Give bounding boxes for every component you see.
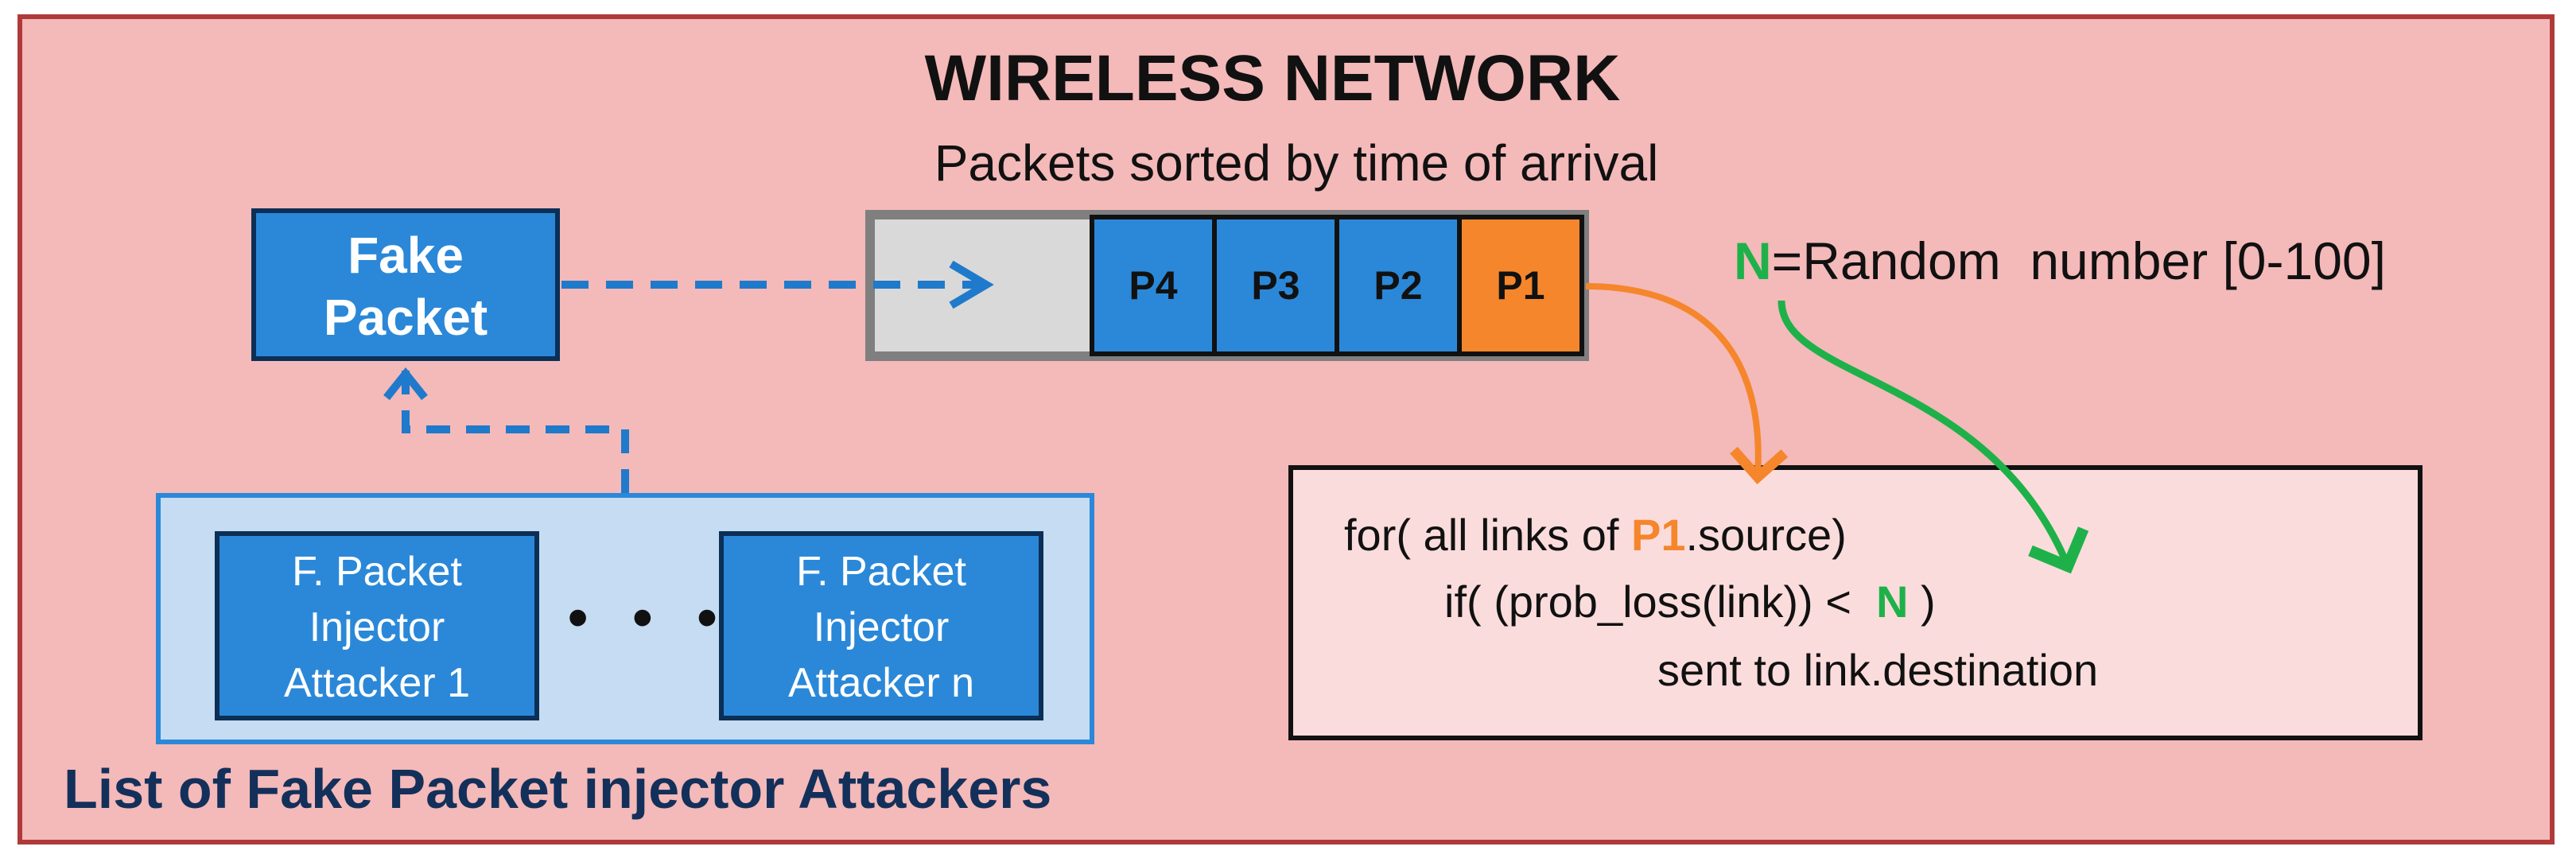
code-line-3: sent to link.destination xyxy=(1657,645,2099,695)
fake-to-queue-arrowhead xyxy=(949,260,994,309)
fake-packet-line2: Packet xyxy=(323,289,488,346)
ellipsis: • • • xyxy=(568,586,732,650)
code-line-1-post: .source) xyxy=(1685,510,1847,560)
attacker-n-line1: F. Packet xyxy=(796,549,966,595)
random-number-formula: N=Random number [0-100] xyxy=(1734,231,2576,291)
queue-caption: Packets sorted by time of arrival xyxy=(934,134,1659,192)
packet-p1: P1 xyxy=(1457,215,1584,356)
packet-p2: P2 xyxy=(1335,215,1462,356)
attacker-1-box: F. Packet Injector Attacker 1 xyxy=(215,531,539,720)
fake-packet-box: Fake Packet xyxy=(251,208,560,361)
attacker-1-line3: Attacker 1 xyxy=(283,660,471,706)
code-line-1-pre: for( all links of xyxy=(1344,510,1631,560)
code-var-p1: P1 xyxy=(1631,510,1686,560)
formula-text: =Random number [0-100] xyxy=(1771,231,2386,290)
attackers-list-label: List of Fake Packet injector Attackers xyxy=(64,758,1052,820)
attackers-to-fake-arrowhead xyxy=(383,367,428,401)
attackers-to-fake-arrow xyxy=(402,371,629,493)
formula-var-n: N xyxy=(1734,231,1772,290)
attacker-n-line2: Injector xyxy=(813,604,950,650)
p1-to-code-arrow xyxy=(1585,283,1789,485)
attacker-n-line3: Attacker n xyxy=(787,660,975,706)
fake-packet-line1: Fake xyxy=(348,227,464,284)
attacker-1-line2: Injector xyxy=(309,604,445,650)
code-line-2: if( (prob_loss(link)) < N ) xyxy=(1444,576,1936,627)
attacker-n-box: F. Packet Injector Attacker n xyxy=(719,531,1043,720)
diagram-title: WIRELESS NETWORK xyxy=(924,42,1621,115)
routing-pseudocode-box xyxy=(1288,465,2423,740)
code-line-2-pre: if( (prob_loss(link)) < xyxy=(1444,577,1877,627)
packet-p4: P4 xyxy=(1090,215,1217,356)
code-line-1: for( all links of P1.source) xyxy=(1344,509,1847,561)
code-line-2-post: ) xyxy=(1908,577,1936,627)
attacker-1-line1: F. Packet xyxy=(292,549,462,595)
code-var-n: N xyxy=(1876,577,1909,627)
n-to-code-arrow xyxy=(1778,300,2089,574)
